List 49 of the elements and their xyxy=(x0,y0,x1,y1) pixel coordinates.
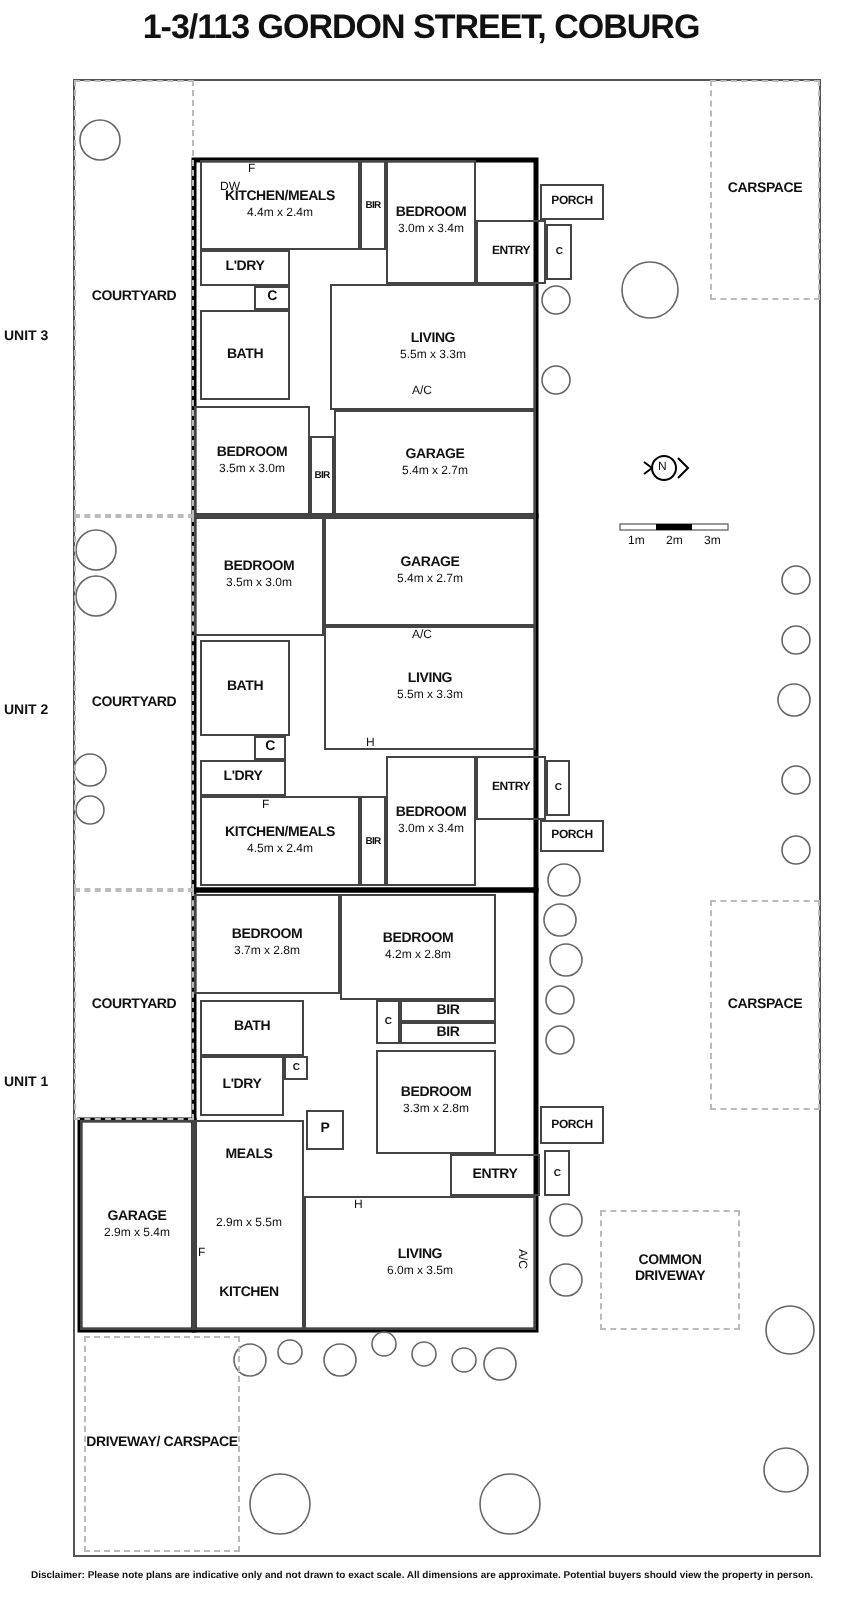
room xyxy=(360,796,386,886)
outdoor-area xyxy=(710,80,820,300)
room xyxy=(360,160,386,250)
title: 1-3/113 GORDON STREET, COBURG xyxy=(142,8,700,48)
outdoor-area xyxy=(710,900,820,1110)
room xyxy=(254,736,286,760)
room xyxy=(200,796,360,886)
room xyxy=(376,1000,400,1044)
room xyxy=(386,756,476,886)
room xyxy=(200,1056,284,1116)
room xyxy=(194,894,340,994)
room xyxy=(200,160,360,250)
room xyxy=(544,1150,570,1196)
room xyxy=(540,1106,604,1144)
room xyxy=(450,1154,540,1196)
room xyxy=(376,1050,496,1154)
room xyxy=(284,1056,308,1080)
room xyxy=(476,220,546,284)
outdoor-area xyxy=(74,516,194,890)
room xyxy=(400,1000,496,1022)
room xyxy=(476,756,546,820)
room xyxy=(306,1110,344,1150)
room xyxy=(200,310,290,400)
room xyxy=(386,160,476,284)
room xyxy=(254,286,290,310)
outdoor-area xyxy=(600,1210,740,1330)
room xyxy=(546,760,570,816)
room xyxy=(400,1022,496,1044)
room xyxy=(324,516,536,626)
room xyxy=(200,760,286,796)
room xyxy=(194,1120,304,1330)
outdoor-area xyxy=(84,1336,240,1552)
room xyxy=(540,820,604,852)
room xyxy=(304,1196,536,1330)
room xyxy=(546,224,572,280)
outdoor-area xyxy=(74,80,194,516)
outdoor-area xyxy=(74,890,194,1120)
room xyxy=(200,250,290,286)
room xyxy=(194,406,310,516)
room xyxy=(540,184,604,220)
room xyxy=(200,640,290,736)
room xyxy=(334,410,536,516)
room xyxy=(200,1000,304,1056)
room xyxy=(324,626,536,750)
room xyxy=(80,1120,194,1330)
room xyxy=(194,516,324,636)
room xyxy=(340,894,496,1000)
room xyxy=(330,284,536,410)
room xyxy=(310,436,334,516)
